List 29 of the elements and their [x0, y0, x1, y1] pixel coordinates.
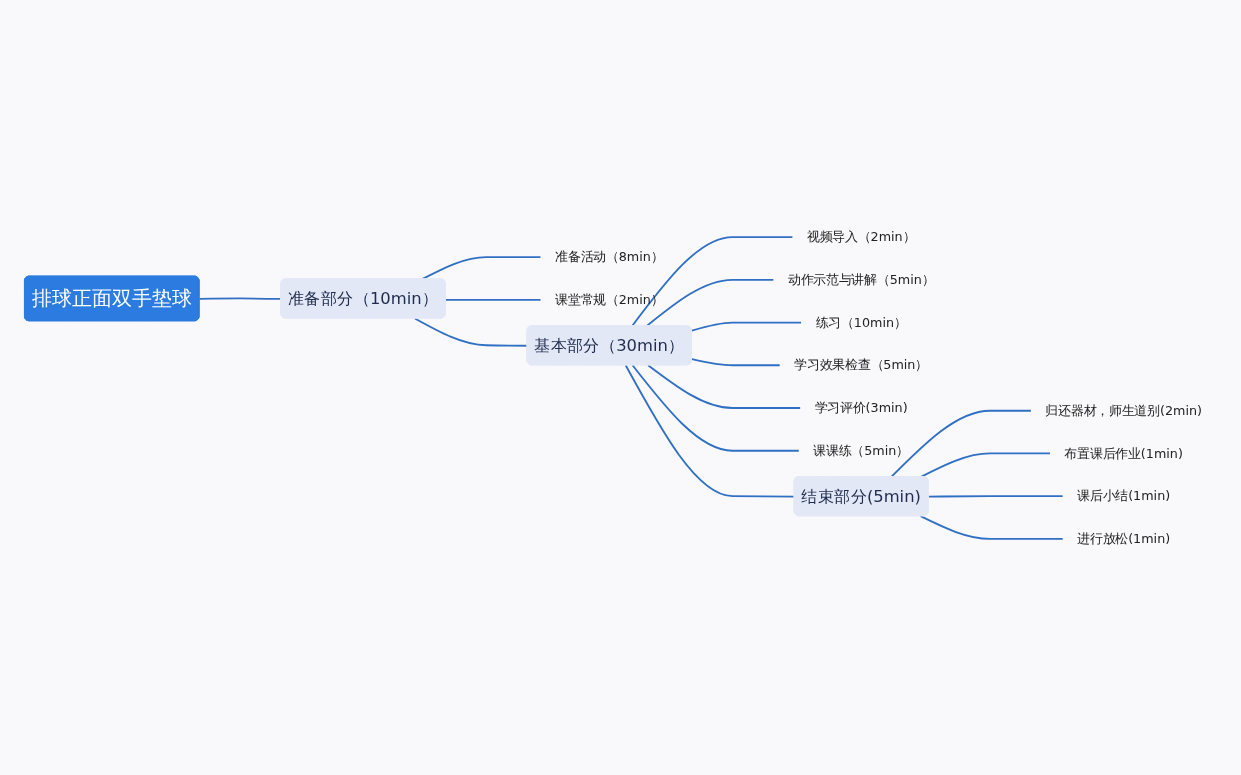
item-text: 练习（10min）: [815, 314, 907, 329]
branch-line: [645, 278, 775, 327]
branch-line: [647, 363, 802, 409]
branch-line: [631, 235, 794, 327]
item-text: 准备活动（8min）: [555, 248, 664, 264]
branch-line: [444, 298, 542, 301]
section-box: 结束部分(5min): [793, 475, 929, 516]
item-text: 课课练（5min）: [813, 442, 910, 458]
branch-line: [927, 494, 1064, 498]
item-text: 视频导入（2min）: [806, 228, 916, 244]
item-text: 课后小结(1min): [1077, 487, 1171, 503]
item-text: 学习效果检查（5min）: [794, 357, 929, 372]
branch-line: [624, 363, 796, 498]
branch-line: [919, 452, 1051, 478]
item-text: 课堂常规（2min）: [555, 291, 664, 307]
section-box: 基本部分（30min）: [526, 324, 692, 365]
item-text: 进行放松(1min): [1077, 530, 1171, 546]
branch-line: [631, 363, 800, 452]
branch-line: [691, 321, 802, 331]
item-text: 动作示范与讲解（5min）: [787, 271, 935, 287]
item-text: 归还器材，师生道别(2min): [1045, 402, 1202, 418]
branch-line: [919, 514, 1064, 540]
section-box: 准备部分（10min）: [280, 277, 446, 318]
topic-box: 排球正面双手垫球: [24, 275, 200, 321]
item-text: 学习评价(3min): [814, 399, 908, 415]
branch-line: [890, 409, 1032, 478]
branch-line: [691, 357, 781, 366]
item-text: 布置课后作业(1min): [1064, 445, 1183, 460]
branch-line: [414, 317, 529, 347]
